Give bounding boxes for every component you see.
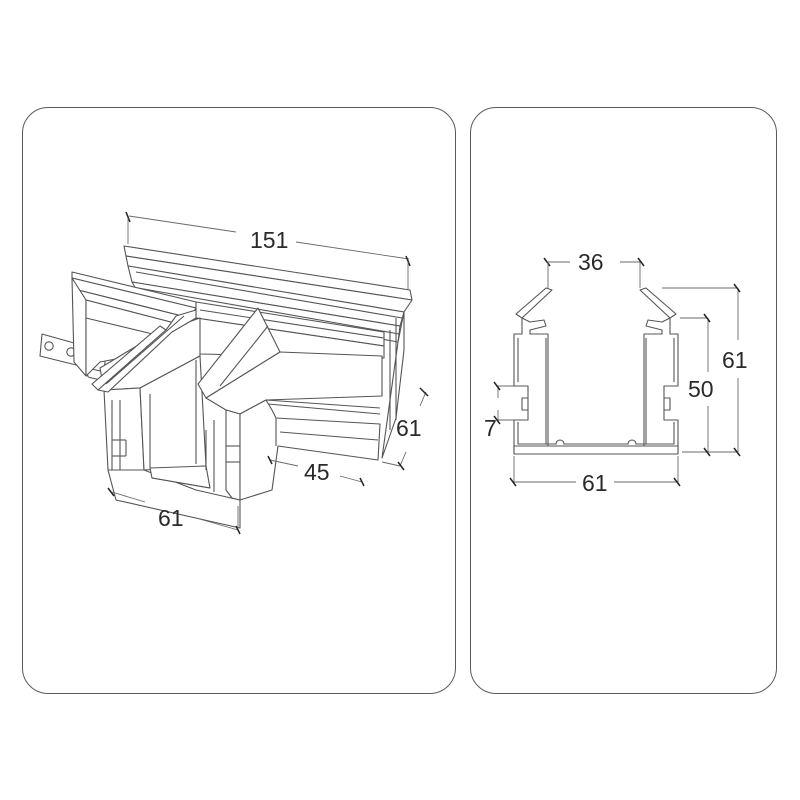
left-profile-end <box>71 271 197 377</box>
section-dimension-lines <box>493 257 741 487</box>
profile-left-wall <box>513 287 553 453</box>
dim-width-61: 61 <box>582 470 608 496</box>
profile-base <box>513 445 679 455</box>
dim-opening-36: 36 <box>578 249 604 275</box>
dim-total-height-61: 61 <box>722 347 748 373</box>
dim-groove-7: 7 <box>484 415 497 441</box>
isometric-drawing: 151 61 45 61 <box>39 211 429 535</box>
iso-dimension-lines <box>107 211 429 535</box>
cross-section-view-panel <box>470 107 777 694</box>
dim-length-151: 151 <box>250 227 288 253</box>
dim-height-61: 61 <box>396 415 422 441</box>
t-branch <box>197 307 383 501</box>
dim-branch-45: 45 <box>304 459 330 485</box>
front-profile-left <box>91 309 241 529</box>
dim-width-61: 61 <box>158 505 184 531</box>
dim-inner-height-50: 50 <box>688 376 714 402</box>
profile-right-wall <box>639 287 679 453</box>
cross-section-drawing: 36 61 50 7 61 <box>484 249 748 496</box>
